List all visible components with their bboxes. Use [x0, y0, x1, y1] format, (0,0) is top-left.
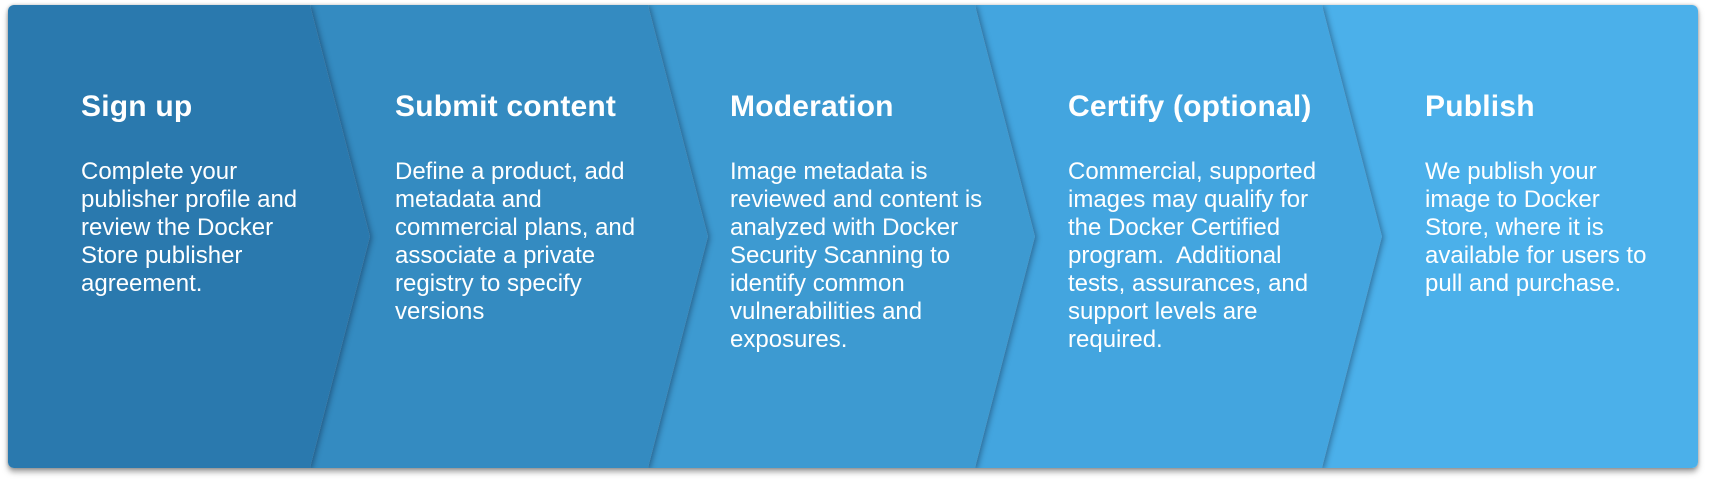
step-description: We publish your image to Docker Store, w… [1425, 158, 1647, 297]
process-flow-card: Sign up Complete your publisher profile … [8, 5, 1698, 468]
step-chevron-sign-up: Sign up Complete your publisher profile … [8, 5, 370, 468]
step-chevron-publish: Publish We publish your image to Docker … [1322, 5, 1698, 468]
step-content: Sign up Complete your publisher profile … [81, 90, 343, 298]
step-title: Publish [1425, 90, 1535, 123]
step-title: Submit content [395, 90, 617, 123]
step-chevron-submit-content: Submit content Define a product, add met… [310, 5, 708, 468]
step-title: Sign up [81, 90, 193, 123]
step-content: Publish We publish your image to Docker … [1425, 90, 1687, 298]
step-content: Moderation Image metadata is reviewed an… [730, 90, 992, 354]
chevron-arrow-shape [310, 5, 708, 468]
step-content: Certify (optional) Commercial, supported… [1068, 90, 1330, 354]
step-description: Commercial, supported images may qualify… [1068, 158, 1317, 353]
step-description: Image metadata is reviewed and content i… [730, 158, 983, 353]
step-chevron-moderation: Moderation Image metadata is reviewed an… [648, 5, 1035, 468]
step-title: Certify (optional) [1068, 90, 1312, 123]
step-chevron-certify: Certify (optional) Commercial, supported… [975, 5, 1382, 468]
step-content: Submit content Define a product, add met… [395, 90, 657, 326]
chevron-arrow-shape [8, 5, 370, 468]
chevron-arrow-shape [1322, 5, 1698, 468]
step-description: Define a product, add metadata and comme… [395, 158, 636, 325]
step-description: Complete your publisher profile and revi… [81, 158, 298, 297]
step-title: Moderation [730, 90, 894, 123]
chevron-arrow-shape [975, 5, 1382, 468]
chevron-arrow-shape [648, 5, 1035, 468]
